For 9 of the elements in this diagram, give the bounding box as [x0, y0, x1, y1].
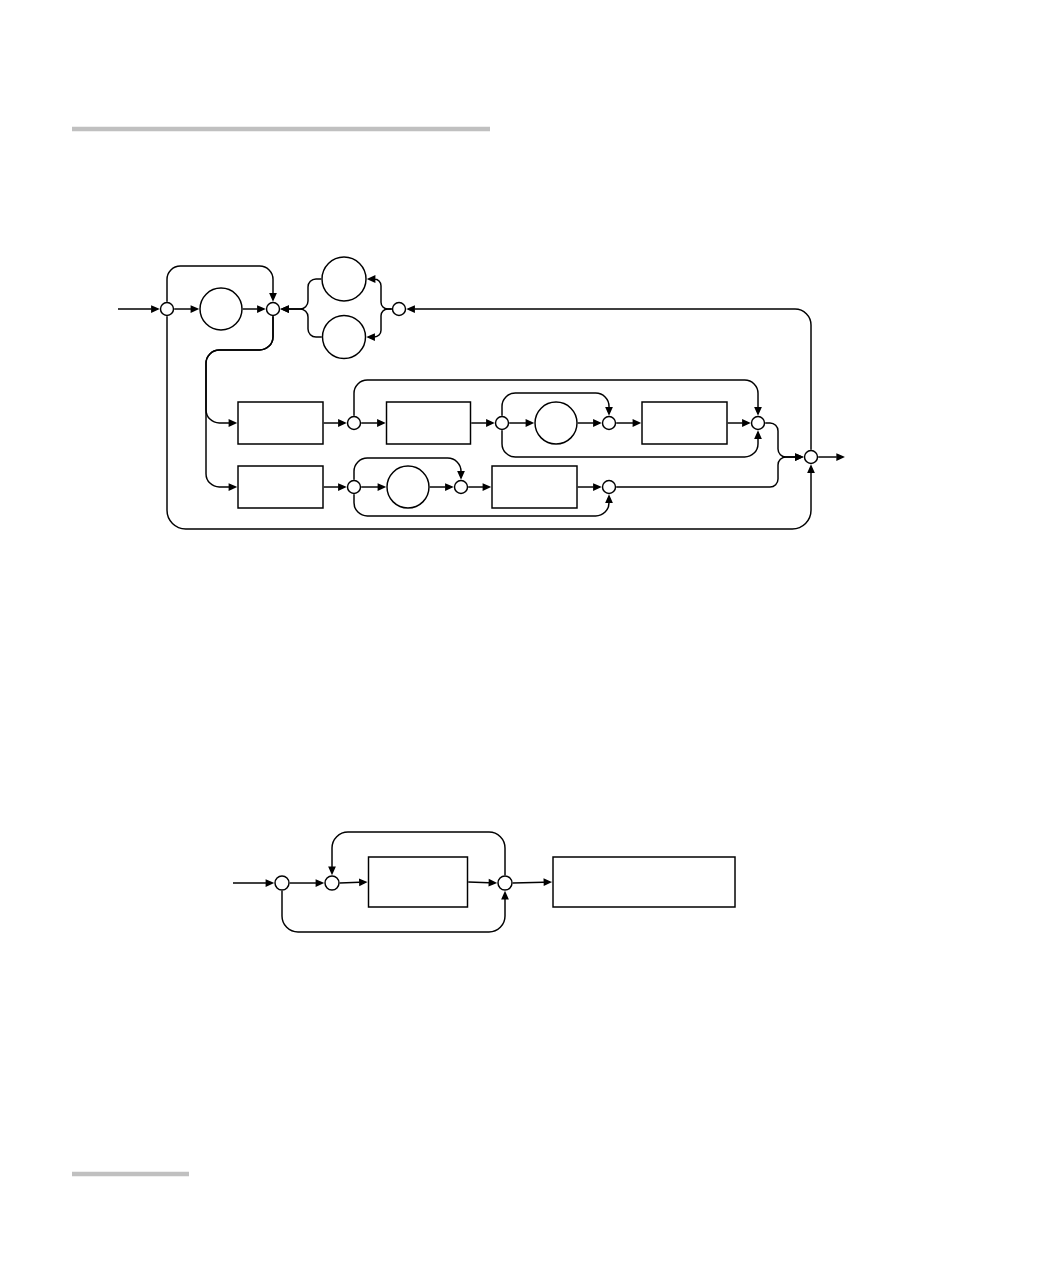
arrow — [328, 831, 506, 876]
arrow — [166, 265, 277, 303]
arrow — [281, 890, 509, 933]
junction-node — [324, 875, 340, 891]
junction-node — [274, 875, 290, 891]
junction-node — [497, 875, 513, 891]
box-node — [367, 856, 469, 908]
circle-node — [321, 256, 367, 302]
box-node — [552, 856, 736, 908]
